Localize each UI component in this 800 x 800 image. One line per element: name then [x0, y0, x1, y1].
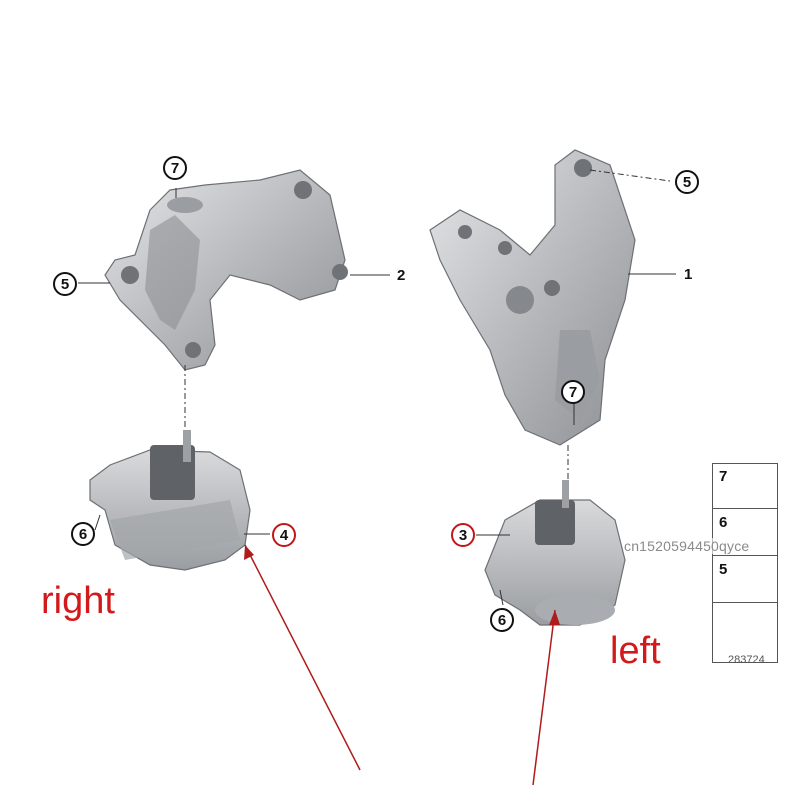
callout-7-right-top: 7: [163, 156, 187, 180]
legend-num-5: 5: [719, 561, 728, 578]
watermark: cn1520594450qyce: [624, 538, 750, 554]
label-right: right: [41, 580, 115, 622]
callout-6-right: 6: [71, 522, 95, 546]
legend-row-7: 7: [713, 464, 777, 509]
legend-row-5: 5: [713, 555, 777, 603]
part-number-2: 2: [397, 267, 406, 284]
callout-5-right: 5: [53, 272, 77, 296]
left-engine-bracket: [429, 149, 636, 446]
callout-7-left: 7: [561, 380, 585, 404]
right-engine-bracket: [104, 169, 348, 371]
right-engine-mount: [89, 430, 251, 571]
callout-5-left: 5: [675, 170, 699, 194]
legend-row-6: 6: [713, 508, 777, 556]
legend-num-7: 7: [719, 468, 728, 485]
left-engine-mount: [484, 480, 626, 626]
hardware-legend: 7 6 5: [712, 463, 778, 663]
callout-6-left: 6: [490, 608, 514, 632]
part-number-1: 1: [684, 266, 693, 283]
callout-3-left-mount: 3: [451, 523, 475, 547]
label-left: left: [610, 630, 661, 672]
diagram-code: 283724: [728, 654, 765, 666]
callout-4-right-mount: 4: [272, 523, 296, 547]
legend-num-6: 6: [719, 514, 728, 531]
